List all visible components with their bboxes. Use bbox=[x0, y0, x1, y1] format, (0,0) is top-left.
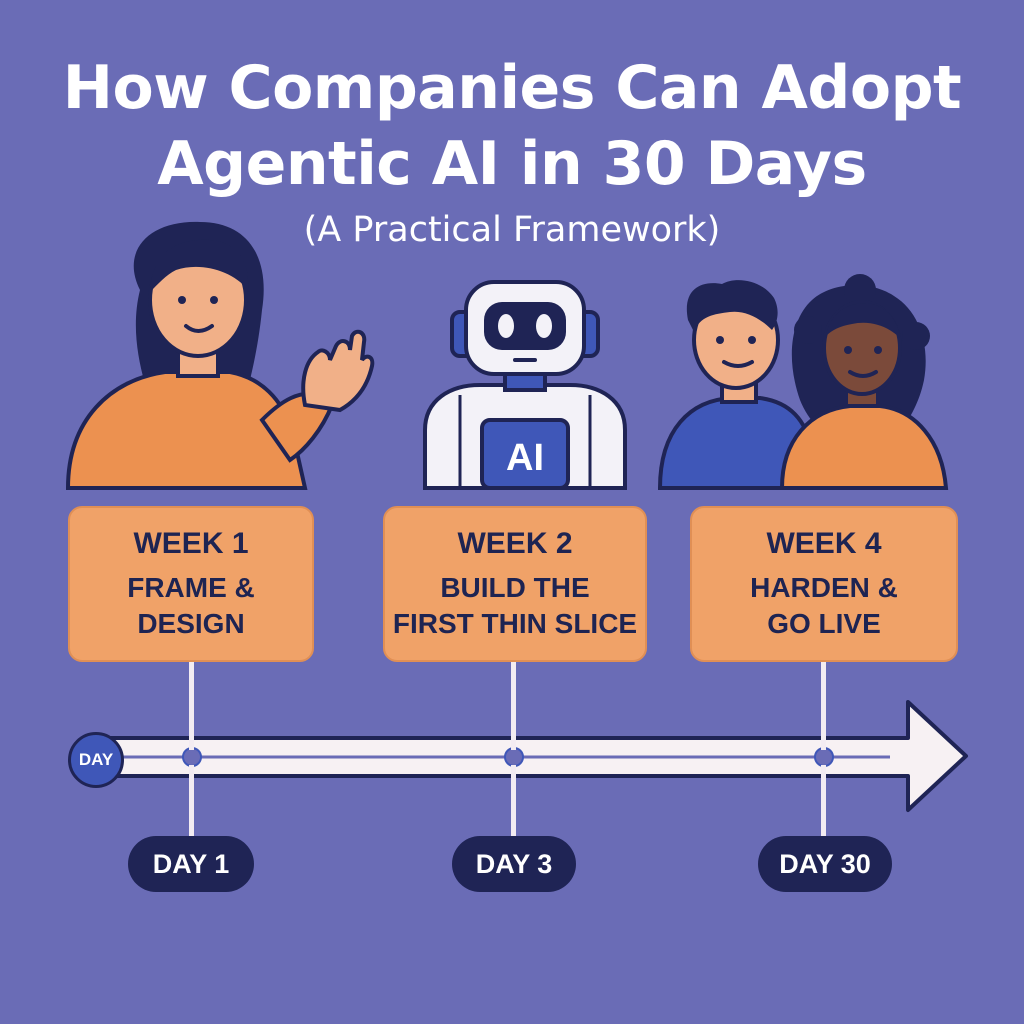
stage-name-line-1: FRAME & bbox=[127, 572, 255, 603]
stage-week-label: WEEK 2 bbox=[457, 527, 573, 560]
stage-name-line-2: FIRST THIN SLICE bbox=[392, 608, 638, 639]
stage-week-label: WEEK 1 bbox=[133, 527, 249, 560]
connector-line bbox=[821, 765, 826, 837]
stage-name-line-1: BUILD THE bbox=[440, 572, 590, 603]
robot-badge-label: AI bbox=[506, 437, 544, 479]
timeline-marker bbox=[504, 747, 524, 767]
team-people-icon bbox=[657, 274, 949, 490]
woman-presenter-icon bbox=[65, 221, 375, 490]
connector-line bbox=[189, 765, 194, 837]
day-pill-1: DAY 1 bbox=[128, 836, 254, 892]
stage-card-week-2: WEEK 2 BUILD THE FIRST THIN SLICE bbox=[383, 506, 647, 662]
page-title-line-1: How Companies Can Adopt bbox=[62, 53, 962, 123]
timeline-start-badge: DAY bbox=[68, 732, 124, 788]
stage-card-week-1: WEEK 1 FRAME & DESIGN bbox=[68, 506, 314, 662]
page-subtitle: (A Practical Framework) bbox=[303, 210, 721, 250]
timeline-arrow bbox=[96, 700, 968, 812]
ai-robot-icon bbox=[423, 280, 627, 490]
connector-line bbox=[821, 662, 826, 750]
connector-line bbox=[189, 662, 194, 750]
connector-line bbox=[511, 765, 516, 837]
day-pill-30: DAY 30 bbox=[758, 836, 892, 892]
stage-name-line-1: HARDEN & bbox=[750, 572, 898, 603]
timeline-marker bbox=[182, 747, 202, 767]
page-title-line-2: Agentic AI in 30 Days bbox=[157, 129, 867, 199]
timeline-marker bbox=[814, 747, 834, 767]
day-pill-3: DAY 3 bbox=[452, 836, 576, 892]
stage-name-line-2: DESIGN bbox=[137, 608, 245, 639]
stage-card-week-4: WEEK 4 HARDEN & GO LIVE bbox=[690, 506, 958, 662]
connector-line bbox=[511, 662, 516, 750]
stage-name-line-2: GO LIVE bbox=[767, 608, 881, 639]
stage-week-label: WEEK 4 bbox=[766, 527, 882, 560]
